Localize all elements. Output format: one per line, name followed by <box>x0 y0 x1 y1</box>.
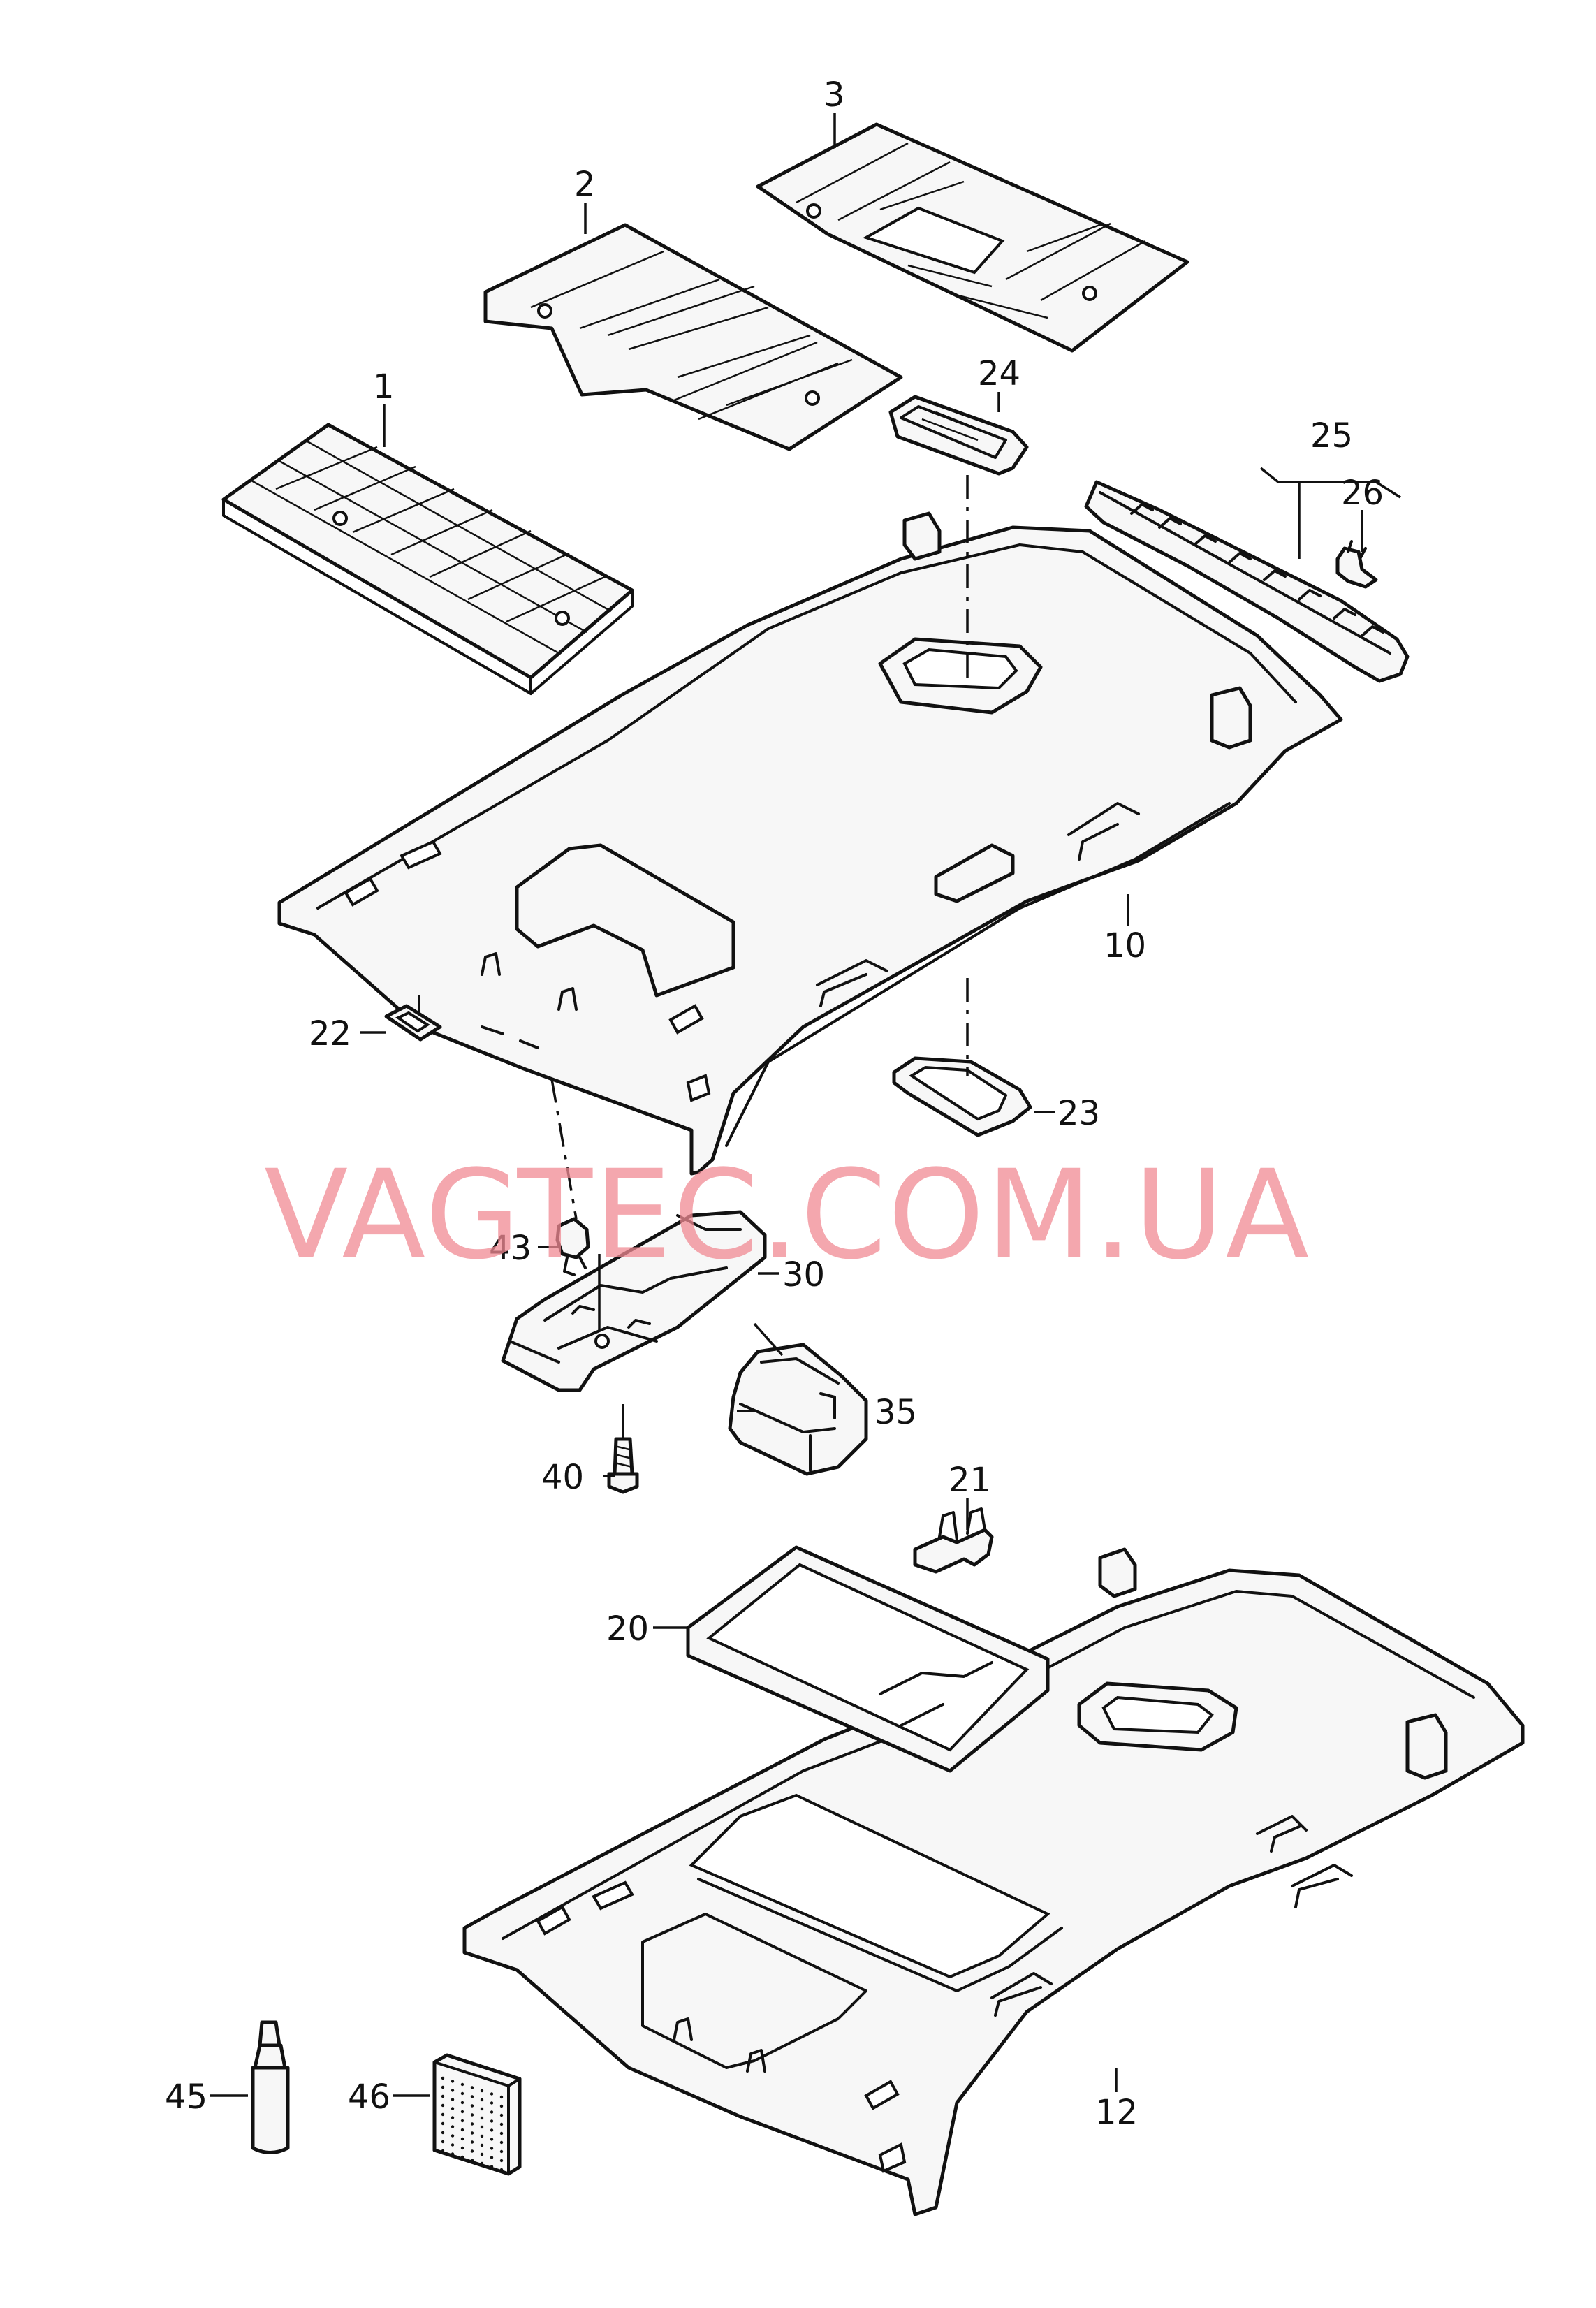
headliner-10 <box>277 511 1343 1176</box>
callout-2: 2 <box>574 165 596 204</box>
damping-mat-1 <box>221 423 634 695</box>
clip-43 <box>555 1217 590 1276</box>
headliner-12 <box>462 1547 1525 2216</box>
trim-strip-25 <box>1084 480 1410 683</box>
clip-21 <box>913 1507 994 1574</box>
grommet-22 <box>384 1004 442 1042</box>
callout-23: 23 <box>1057 1094 1100 1133</box>
callout-12: 12 <box>1095 2093 1138 2132</box>
clip-26 <box>1335 540 1378 589</box>
callout-26: 26 <box>1341 474 1384 513</box>
screw-40 <box>607 1437 639 1494</box>
callout-3: 3 <box>823 75 845 115</box>
callout-21: 21 <box>949 1461 991 1500</box>
callout-40: 40 <box>541 1458 584 1497</box>
leader-lines <box>210 113 1401 2097</box>
seal-frame-23 <box>892 1056 1032 1137</box>
damping-mat-3 <box>756 122 1189 353</box>
callout-45: 45 <box>165 2077 207 2117</box>
module-35 <box>728 1343 868 1476</box>
cover-24 <box>888 395 1029 476</box>
callout-labels: 1 2 3 24 25 26 10 22 23 43 30 35 40 21 2… <box>165 75 1384 2132</box>
callout-35: 35 <box>874 1393 917 1432</box>
interior-light-housing-30 <box>501 1210 767 1392</box>
watermark-text: VAGTEC.COM.UA <box>264 1144 1311 1287</box>
damping-mat-2 <box>483 223 903 451</box>
callout-24: 24 <box>978 354 1020 393</box>
callout-46: 46 <box>348 2077 390 2117</box>
callout-30: 30 <box>782 1255 825 1294</box>
callout-22: 22 <box>309 1014 351 1053</box>
adhesive-bottle-45 <box>251 2020 290 2154</box>
callout-43: 43 <box>489 1229 532 1268</box>
callout-20: 20 <box>606 1609 649 1649</box>
sunroof-frame-20 <box>686 1545 1050 1773</box>
foam-pad-46 <box>432 2053 522 2176</box>
callout-1: 1 <box>373 367 395 407</box>
callout-25: 25 <box>1310 416 1353 455</box>
callout-10: 10 <box>1104 926 1146 965</box>
